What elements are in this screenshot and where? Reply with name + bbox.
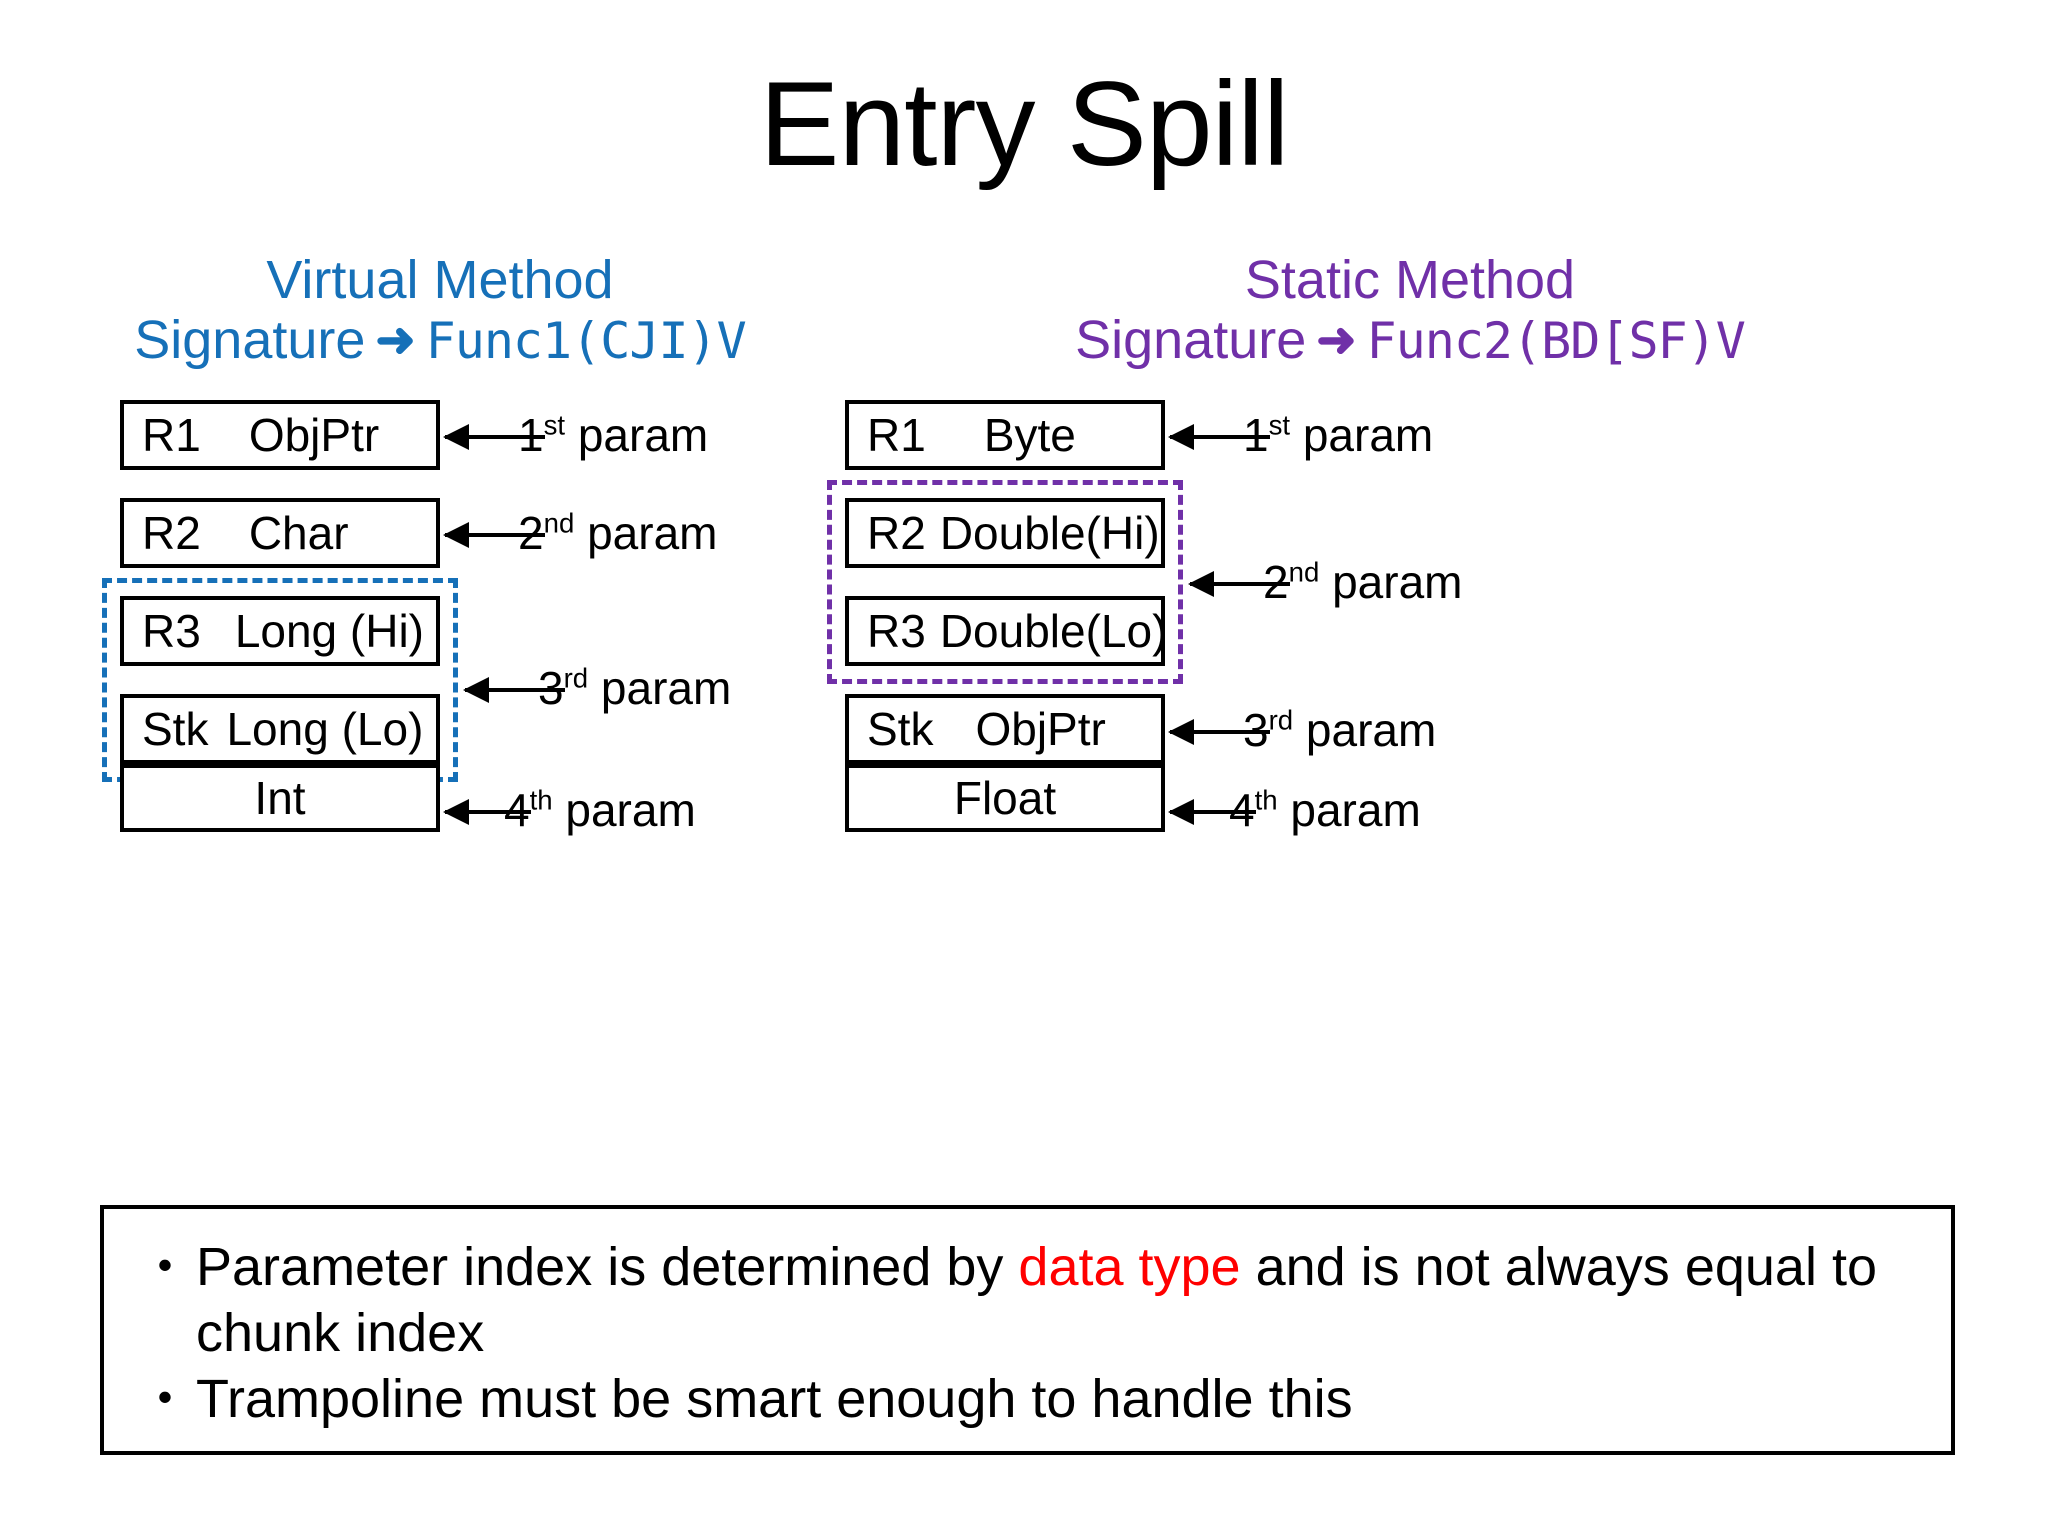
- static-signature-label: Signature: [1075, 310, 1307, 371]
- chunk-row: Stk Long (Lo): [120, 694, 440, 764]
- param-label: 3rd param: [1243, 704, 1437, 756]
- chunk-row: R2 Char: [120, 498, 440, 568]
- chunk-register: Stk: [867, 703, 934, 755]
- static-method-header: Static Method Signature➜Func2(BD[SF)V: [1010, 250, 1810, 371]
- note-text-before: Parameter index is determined by: [196, 1237, 1019, 1297]
- chunk-type: Long (Lo): [226, 703, 424, 755]
- static-signature-line: Signature➜Func2(BD[SF)V: [1010, 310, 1810, 370]
- chunk-type: Float: [953, 772, 1057, 824]
- param-label: 2nd param: [518, 507, 718, 559]
- param-label: 2nd param: [1263, 556, 1463, 608]
- static-method-label: Static Method: [1244, 250, 1576, 310]
- chunk-register: R1: [867, 409, 926, 461]
- param-arrow: [443, 799, 531, 825]
- chunk-type: Double(Lo): [939, 605, 1168, 657]
- note-text-before: Trampoline must be smart enough to handl…: [196, 1368, 1353, 1429]
- chunk-type: Long (Hi): [234, 605, 425, 657]
- param-arrow: [1168, 719, 1270, 745]
- double-pair-group-box: [827, 480, 1183, 684]
- bullet-icon: •: [157, 1372, 173, 1420]
- chunk-row: Int: [120, 764, 440, 832]
- virtual-signature-line: Signature➜Func1(CJI)V: [80, 310, 800, 370]
- chunk-type: ObjPtr: [248, 409, 380, 461]
- chunk-type: Char: [248, 507, 349, 559]
- chunk-row: R3 Long (Hi): [120, 596, 440, 666]
- chunk-row: Stk ObjPtr: [845, 694, 1165, 764]
- bullet-icon: •: [157, 1241, 173, 1288]
- param-label: 4th param: [504, 784, 696, 836]
- list-item: • Parameter index is determined by data …: [134, 1235, 1921, 1367]
- note-text-after: and is not always equal to chunk index: [196, 1237, 1877, 1363]
- page-title: Entry Spill: [759, 57, 1289, 191]
- chunk-type: Int: [254, 772, 306, 824]
- param-label: 3rd param: [538, 662, 732, 714]
- virtual-method-label: Virtual Method: [266, 250, 614, 310]
- chunk-register: R3: [867, 605, 926, 657]
- chunk-type: Double(Hi): [939, 507, 1160, 559]
- chunk-row: R1 ObjPtr: [120, 400, 440, 470]
- virtual-signature-label: Signature: [134, 310, 366, 371]
- param-label: 1st param: [518, 409, 709, 461]
- arrow-right-icon: ➜: [375, 314, 416, 368]
- param-arrow: [1188, 571, 1290, 597]
- note-text: Parameter index is determined by data ty…: [196, 1235, 1921, 1367]
- virtual-signature-value: Func1(CJI)V: [425, 312, 747, 371]
- param-arrow: [1168, 799, 1256, 825]
- param-arrow: [1168, 424, 1270, 450]
- chunk-row: R1 Byte: [845, 400, 1165, 470]
- param-arrow: [463, 677, 565, 703]
- chunk-register: R2: [867, 507, 926, 559]
- chunk-register: R1: [142, 409, 201, 461]
- chunk-register: R2: [142, 507, 201, 559]
- notes-box: • Parameter index is determined by data …: [100, 1205, 1955, 1455]
- list-item: • Trampoline must be smart enough to han…: [134, 1367, 1921, 1433]
- virtual-method-header: Virtual Method Signature➜Func1(CJI)V: [80, 250, 800, 371]
- note-text: Trampoline must be smart enough to handl…: [196, 1367, 1921, 1433]
- chunk-register: Stk: [142, 703, 209, 755]
- param-arrow: [443, 424, 545, 450]
- chunk-row: Float: [845, 764, 1165, 832]
- note-text-highlight: data type: [1018, 1237, 1241, 1297]
- chunk-row: R2 Double(Hi): [845, 498, 1165, 568]
- chunk-register: R3: [142, 605, 201, 657]
- param-arrow: [443, 522, 545, 548]
- chunk-type: ObjPtr: [975, 703, 1106, 755]
- arrow-right-icon: ➜: [1316, 314, 1357, 368]
- static-signature-value: Func2(BD[SF)V: [1366, 312, 1746, 371]
- chunk-row: R3 Double(Lo): [845, 596, 1168, 666]
- param-label: 1st param: [1243, 409, 1434, 461]
- param-label: 4th param: [1229, 784, 1421, 836]
- chunk-type: Byte: [983, 409, 1076, 461]
